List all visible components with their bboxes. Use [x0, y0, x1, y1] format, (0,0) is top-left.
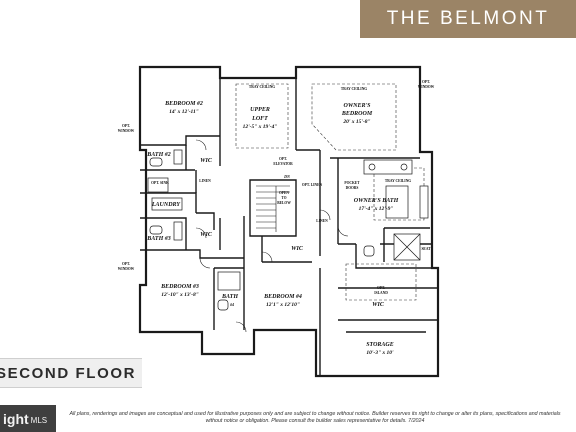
owners-bedroom-dims: 20' x 15'-8" — [342, 119, 370, 125]
opt-elevator-note: OPT. — [279, 157, 287, 161]
disclaimer-text: All plans, renderings and images are con… — [69, 411, 561, 424]
bedroom3-dims: 12'-10" x 13'-8" — [161, 292, 199, 298]
interior-walls — [140, 78, 438, 376]
door-swings — [195, 139, 349, 333]
opt-island-note: OPT. — [377, 286, 385, 290]
opt-linen-note: OPT. LINEN — [302, 183, 323, 187]
fixtures — [147, 149, 429, 311]
dn-note: DN — [283, 174, 291, 179]
pocket-doors-note-b: DOORS — [346, 186, 359, 190]
linen-note-2: LINEN — [316, 219, 328, 223]
floor-label-banner: SECOND FLOOR — [0, 358, 142, 388]
upper-loft-dims: 12'-5" x 19'-4" — [243, 124, 278, 130]
bedroom2-dims: 14' x 12'-11" — [169, 109, 199, 115]
upper-loft-label-line2: LOFT — [251, 116, 268, 122]
wic-b-label: WIC — [200, 232, 213, 238]
wic-c-label: WIC — [291, 246, 304, 252]
linen-label: LINEN — [199, 179, 211, 183]
floor-label: SECOND FLOOR — [0, 364, 137, 382]
owners-bath-dims: 17'-4" x 12'-9" — [359, 206, 394, 212]
opt-elevator-note-b: ELEVATOR — [273, 162, 293, 166]
brand-title: THE BELMONT — [386, 8, 550, 29]
bedroom2-label: BEDROOM #2 — [164, 101, 203, 107]
bath4-number: #4 — [229, 302, 234, 307]
bath2-label: BATH #2 — [146, 152, 171, 158]
bedroom4-dims: 12'1" x 12'10" — [266, 302, 300, 308]
exterior-walls — [138, 65, 440, 378]
bedroom4-label: BEDROOM #4 — [263, 294, 302, 300]
owners-bedroom-label-line2: BEDROOM — [341, 111, 373, 117]
brand-banner: THE BELMONT — [360, 0, 576, 38]
owners-bath-label: OWNER'S BATH — [354, 198, 399, 204]
watermark-suffix: MLS — [30, 415, 48, 425]
wic-a-label: WIC — [200, 158, 213, 164]
bedroom3-label: BEDROOM #3 — [160, 284, 199, 290]
tray-ceiling-note-3: TRAY CEILING — [385, 179, 411, 183]
storage-dims: 10'-3" x 10' — [366, 350, 394, 356]
owners-bedroom-label-line1: OWNER'S — [343, 103, 371, 109]
opt-window-note-3b: WINDOW — [418, 85, 435, 89]
laundry-label: LAUNDRY — [151, 202, 182, 208]
open-to-below-note-c: BELOW — [277, 201, 291, 205]
opt-window-note-2: OPT. — [122, 262, 130, 266]
watermark-text: ight — [3, 410, 29, 427]
opt-sink-note: OPT. SINK — [151, 181, 169, 185]
opt-window-note-1b: WINDOW — [118, 129, 135, 133]
bath3-label: BATH #3 — [146, 236, 171, 242]
pocket-doors-note: POCKET — [344, 181, 360, 185]
open-to-below-note-b: TO — [281, 196, 286, 200]
opt-window-note-1: OPT. — [122, 124, 130, 128]
opt-island-note-b: ISLAND — [374, 291, 388, 295]
upper-loft-label-line1: UPPER — [250, 107, 270, 113]
open-to-below-note: OPEN — [279, 191, 289, 195]
storage-label: STORAGE — [366, 342, 394, 348]
wic-owner-label: WIC — [372, 302, 385, 308]
tray-ceiling-note-2: TRAY CEILING — [341, 87, 367, 91]
opt-window-note-2b: WINDOW — [118, 267, 135, 271]
mls-watermark: ight MLS — [0, 405, 56, 432]
staircase — [256, 185, 290, 232]
tray-ceiling-note-1: TRAY CEILING — [249, 85, 275, 89]
opt-window-note-3: OPT. — [422, 80, 430, 84]
bath4-label: BATH — [221, 294, 238, 300]
seat-note: SEAT — [421, 247, 431, 251]
